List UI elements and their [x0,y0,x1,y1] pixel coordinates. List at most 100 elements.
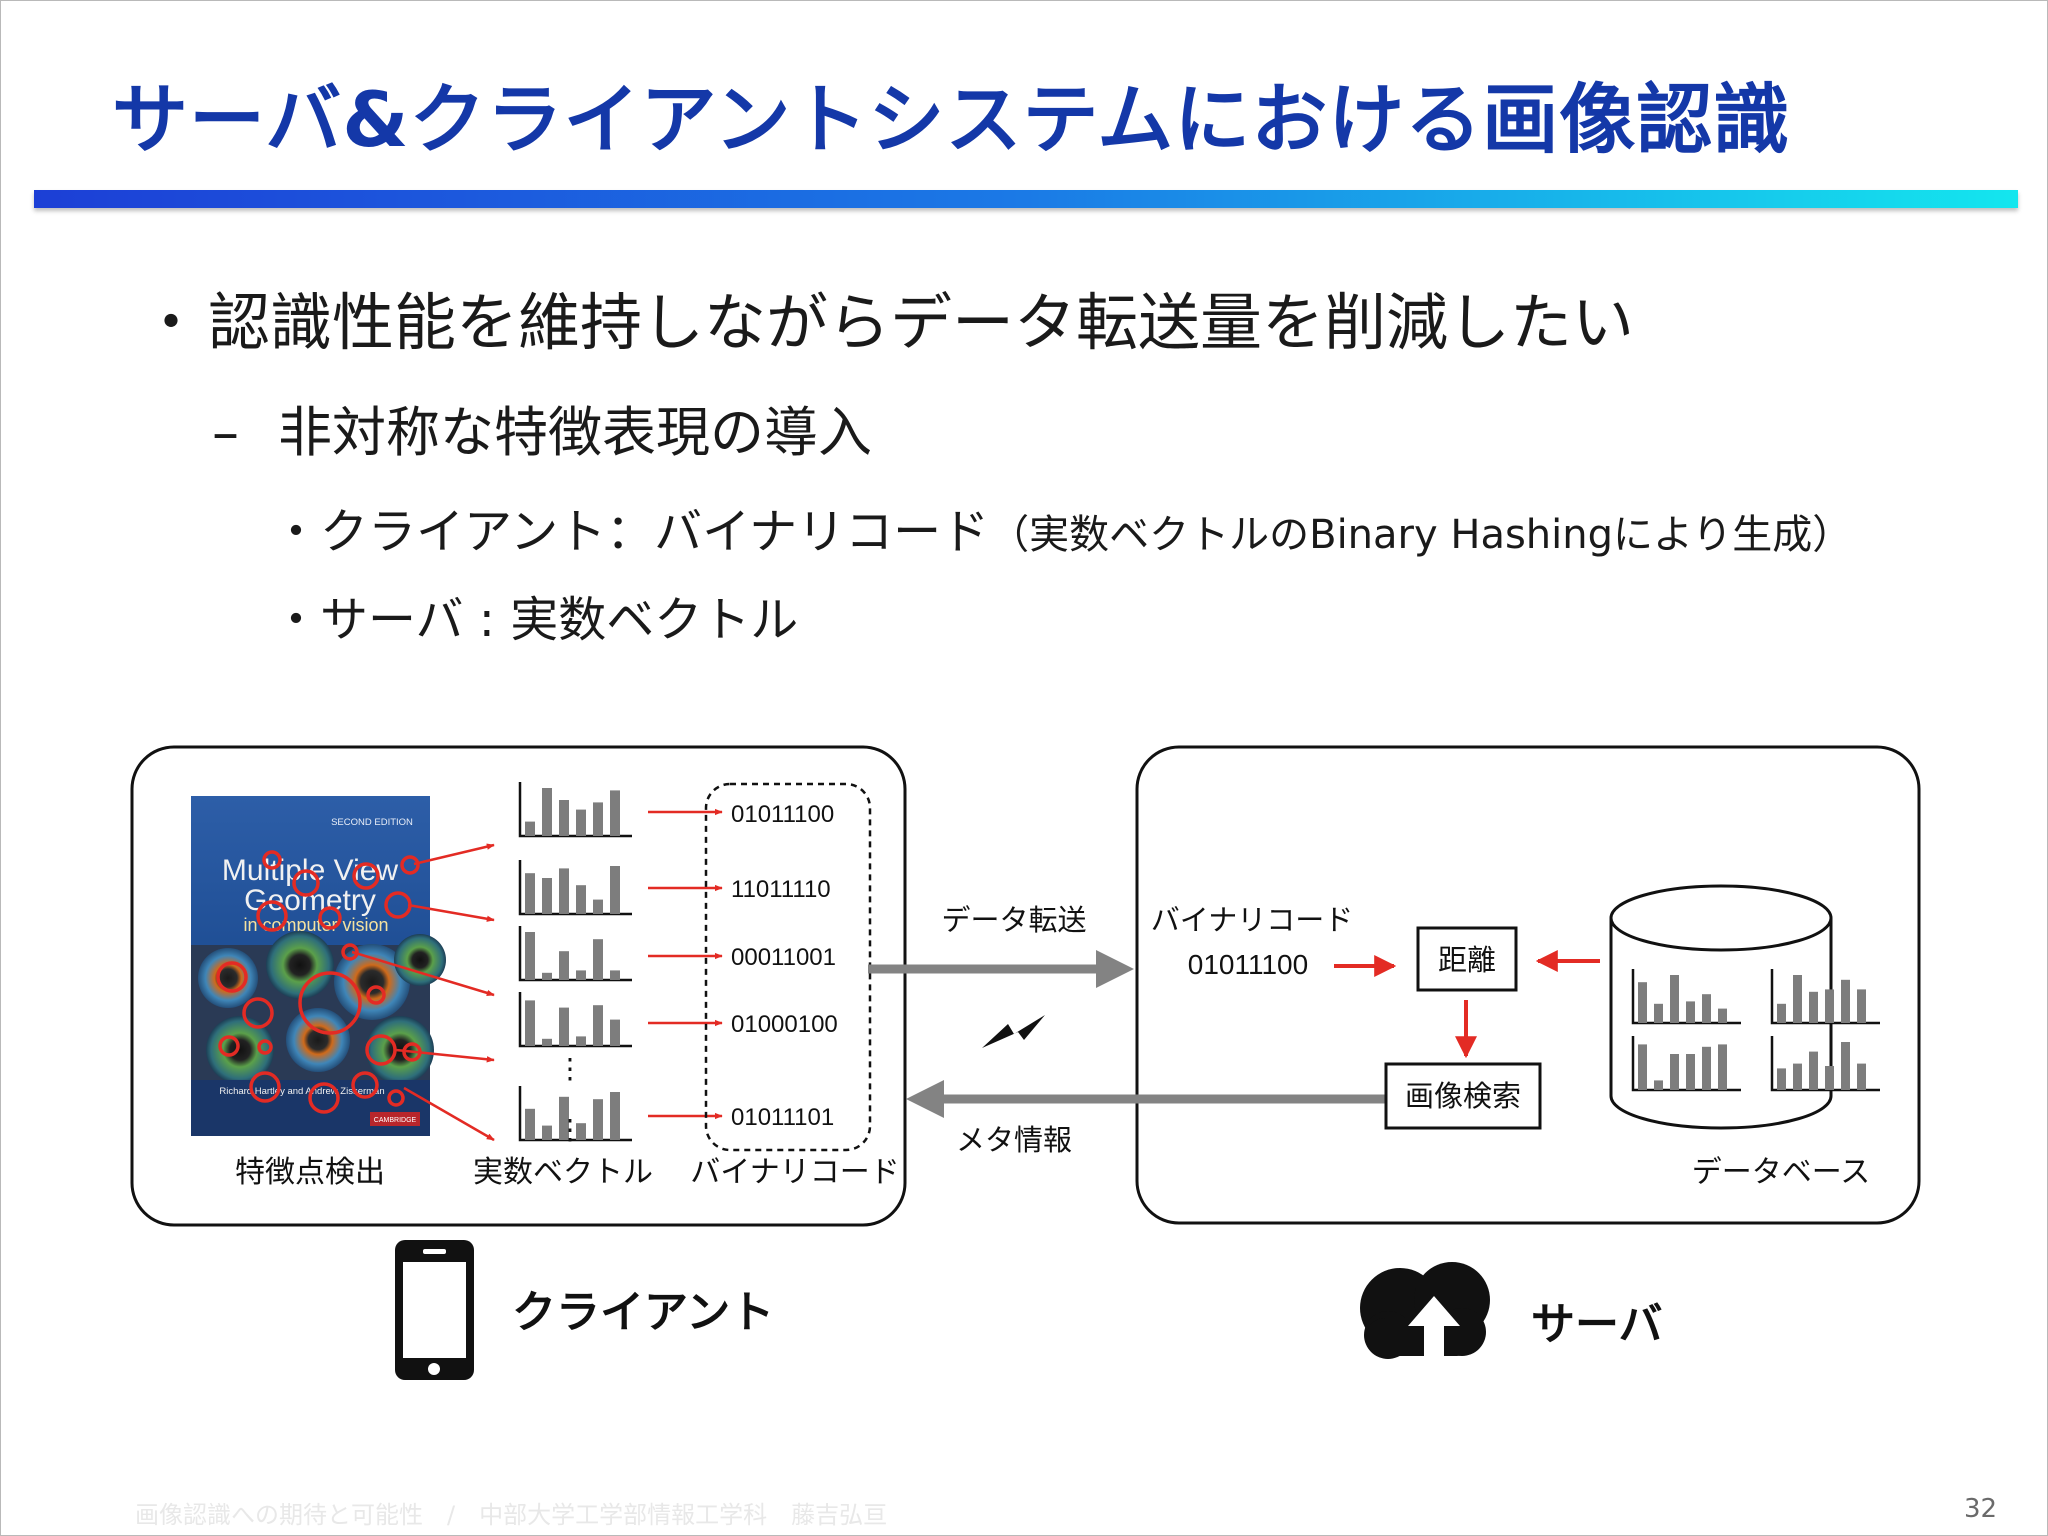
histogram-bar [576,809,586,836]
histogram-bar [1841,1042,1850,1090]
book-cover-image: SECOND EDITION Multiple View Geometry in… [191,796,446,1136]
histogram-bar [1793,1063,1802,1090]
title-underline-bar [34,190,2018,208]
histogram-bar [1777,1068,1786,1090]
histogram-bar [542,972,552,980]
binary-code-value: 11011110 [731,876,831,903]
label-data-transfer: データ転送 [941,904,1086,937]
real-vector-histogram [518,992,632,1048]
bullet-level3-client: ・クライアント：バイナリコード（実数ベクトルのBinary Hashingにより… [272,492,1852,562]
bullet-level3-server: ・サーバ : 実数ベクトル [272,580,798,650]
histogram-bar [1638,982,1647,1023]
histogram-bar [610,790,620,836]
book-authors: Richard Hartley and Andrew Zisserman [219,1086,384,1097]
histogram-bar [610,970,620,980]
server-box [1135,745,1921,1225]
label-distance: 距離 [1438,944,1496,977]
binary-code-value: 01000100 [731,1011,838,1038]
histogram-bar [559,800,569,836]
histogram-bar [1686,1054,1695,1090]
histogram-bar [542,878,552,914]
histogram-bar [525,821,535,836]
histogram-bar [1686,1001,1695,1023]
book-edition: SECOND EDITION [331,817,413,828]
server-code-value: 01011100 [1188,949,1308,980]
bullet-text: クライアント：バイナリコード [320,504,990,560]
bullet-dot: ・ [272,504,321,560]
vector-to-code-arrows [648,808,723,1120]
histogram-bar [610,1019,620,1046]
label-database: データベース [1692,1156,1871,1189]
histogram-bar [1638,1044,1647,1090]
histogram-bar [1702,1046,1711,1090]
book-title-line2: Geometry [244,884,376,917]
histogram-bar [1793,975,1802,1023]
histogram-bar [1654,1080,1663,1090]
histogram-bar [1825,989,1834,1023]
histogram-bar [593,899,603,914]
lightning-icon [982,1015,1045,1048]
bullet-dot: ・ [272,592,321,648]
histogram-bar [593,1005,603,1046]
histogram-bar [610,866,620,914]
histogram-bar [525,873,535,914]
histogram-bar [525,932,535,980]
histogram-bar [1654,1003,1663,1023]
distance-box [1416,926,1518,992]
book-title-line3: in computer vision [243,915,388,935]
database-histogram [1631,1036,1741,1092]
label-real-vector: 実数ベクトル [473,1156,653,1189]
feature-to-vector-arrows [351,843,495,1142]
database-histograms [1631,969,1880,1092]
database-histogram [1770,1036,1880,1092]
data-transfer-arrow [868,950,1134,988]
binary-code-value: 01011100 [731,801,834,828]
database-histogram [1770,969,1880,1025]
histogram-bar [559,951,569,980]
binary-code-value: 00011001 [731,944,836,971]
slide-title: サーバ&クライアントシステムにおける画像認識 [112,75,1791,164]
real-vector-histograms [518,782,632,1142]
histogram-bar [576,970,586,980]
histogram-bar [1670,1054,1679,1090]
bullet-text: 認識性能を維持しながらデータ転送量を削減したい [208,286,1635,359]
page-number: 32 [1964,1494,1998,1524]
bullet-level1: ・認識性能を維持しながらデータ転送量を削減したい [140,272,1634,362]
label-server: サーバ [1531,1299,1663,1350]
histogram-bar [1809,1051,1818,1090]
label-meta-info: メタ情報 [956,1124,1072,1157]
bullet-text: サーバ : 実数ベクトル [320,592,799,648]
histogram-bar [1777,1003,1786,1023]
histogram-bar [559,1096,569,1140]
slide-footer: 画像認識への期待と可能性 / 中部大学工学部情報工学科 藤吉弘亘 [135,1501,888,1529]
client-box [130,745,907,1227]
histogram-bar [542,788,552,836]
histogram-bar [542,1038,552,1046]
histogram-bar [1702,994,1711,1023]
histogram-bar [1718,1044,1727,1090]
histogram-bar [559,868,569,914]
histogram-bar [576,1036,586,1046]
label-feature-detection: 特徴点検出 [235,1156,385,1189]
real-vector-histogram [518,926,632,982]
cloud-upload-icon [1360,1262,1490,1359]
histogram-bar [559,1007,569,1046]
binary-code-value: 01011101 [731,1104,834,1131]
vector-ellipsis: ⋮ [556,1114,584,1145]
real-vector-histogram [518,860,632,916]
histogram-bar [1718,1008,1727,1023]
label-server-binary-code: バイナリコード [1151,905,1353,937]
histogram-bar [1857,989,1866,1023]
histogram-bar [1857,1063,1866,1090]
histogram-bar [593,1099,603,1140]
binary-codes: 01011100 11011110 00011001 01000100 0101… [731,801,838,1131]
histogram-bar [525,1108,535,1140]
histogram-bar [1841,979,1850,1023]
real-vector-histogram [518,1086,632,1142]
bullet-level2: –非対称な特徴表現の導入 [212,388,872,467]
book-publisher: CAMBRIDGE [374,1117,417,1124]
database-histogram [1631,969,1741,1025]
histogram-bar [576,885,586,914]
bullet-dot: ・ [140,286,203,359]
